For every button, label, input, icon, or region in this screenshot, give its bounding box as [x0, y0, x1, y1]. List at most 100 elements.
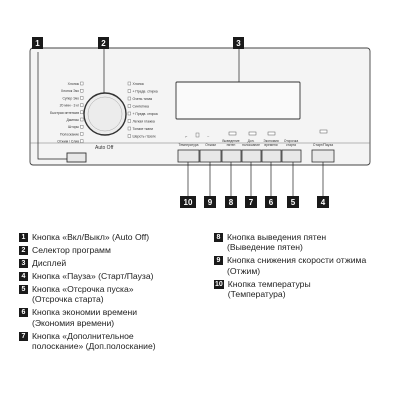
legend-description-line: полоскание» (Доп.полоскание): [32, 341, 156, 352]
dial-program-indicator: [127, 81, 131, 86]
option-icons: ⌐ ~: [185, 132, 210, 139]
legend-number-box: 7: [19, 331, 28, 341]
legend-number-box: 10: [214, 279, 224, 289]
callout-box-3: [233, 37, 244, 49]
legend-item: 9 Кнопка снижения скорости отжима(Отжим): [214, 255, 394, 276]
callout-box-9: [204, 196, 216, 208]
legend-description-line: Кнопка экономии времени: [32, 307, 138, 318]
option-button-label: Отжим: [205, 143, 216, 147]
callout-box-7: [245, 196, 257, 208]
stain-lamp: [228, 131, 237, 136]
delay-start-button[interactable]: [281, 149, 302, 163]
callout-num-5: 5: [291, 198, 296, 207]
dial-program-label: Супер Эко: [62, 96, 79, 100]
spin-button[interactable]: [199, 149, 222, 163]
dial-program-indicator: [80, 103, 84, 107]
callout-box-6: [265, 196, 277, 208]
timesave-lamp: [267, 131, 276, 136]
start-pause-label: Старт/Пауза: [313, 143, 333, 147]
time-save-button[interactable]: [261, 149, 282, 163]
legend-description-line: (Выведение пятен): [227, 242, 303, 253]
dial-program-label: Быстрая интенсив: [50, 111, 79, 115]
callout-num-2: 2: [101, 39, 106, 48]
legend-description: Кнопка «Вкл/Выкл» (Auto Off): [32, 232, 149, 242]
legend-item: 1 Кнопка «Вкл/Выкл» (Auto Off): [19, 232, 199, 242]
dial-program-indicator: [80, 110, 84, 115]
dial-program-label: Хлопок: [133, 82, 145, 86]
option-button-label: старта: [286, 143, 296, 147]
legend-description-line: Кнопка «Отсрочка пуска»: [32, 284, 134, 294]
dial-program-label: + Предв. стирка: [133, 112, 158, 116]
dial-program-label: + Предв. стирка: [133, 90, 158, 94]
dial-program-label: 20 мин - 3 кг: [60, 104, 80, 108]
lamp-indicators: [228, 129, 328, 136]
dial-program-label: Шторы: [68, 125, 79, 129]
callout-num-8: 8: [229, 198, 234, 207]
lock-icon: [195, 132, 200, 138]
stain-button[interactable]: [221, 149, 242, 163]
temperature-button[interactable]: [177, 149, 200, 163]
legend-number-box: 1: [19, 232, 28, 242]
legend-description-line: Кнопка выведения пятен: [227, 232, 327, 242]
legend-description: Дисплей: [32, 258, 66, 268]
dial-program-indicator: [127, 104, 131, 108]
legend-description-line: (Температура): [227, 289, 286, 300]
dial-program-label: Очень тихая: [133, 97, 153, 101]
legend-number-box: 6: [19, 308, 28, 318]
legend-description-line: (Отсрочка старта): [32, 294, 104, 305]
dial-program-label: Полоскание: [60, 132, 79, 136]
on-off-button[interactable]: [66, 152, 87, 163]
legend-description: Кнопка экономии времени(Экономия времени…: [32, 307, 137, 328]
legend-description: Кнопка «Пауза» (Старт/Пауза): [32, 271, 153, 281]
extra-rinse-button[interactable]: [241, 149, 262, 163]
temperature-icon: ⌐: [185, 134, 188, 139]
legend-item: 5 Кнопка «Отсрочка пуска»(Отсрочка старта…: [19, 284, 199, 305]
legend-number-box: 9: [214, 256, 223, 266]
dial-program-indicator: [127, 126, 131, 131]
dial-program-label: Отжим / Слив: [57, 140, 79, 144]
callout-markers: [32, 37, 329, 208]
start-pause-button[interactable]: [311, 149, 335, 163]
callout-num-1: 1: [35, 39, 40, 48]
dial-program-indicator: [80, 88, 84, 93]
display-screen: [175, 81, 301, 120]
option-button-label: времени: [264, 143, 277, 147]
legend-description: Кнопка температуры(Температура): [228, 279, 311, 300]
spin-icon: ~: [207, 134, 210, 139]
legend-description: Кнопка «Отсрочка пуска»(Отсрочка старта): [32, 284, 134, 305]
rinse-lamp: [248, 131, 257, 136]
callout-box-5: [287, 196, 299, 208]
dial-program-label: Синтетика: [133, 105, 150, 109]
leader-lines: [37, 49, 324, 196]
dial-program-label: Шерсть / Шелк: [133, 135, 157, 139]
legend-description-line: Кнопка снижения скорости отжима: [227, 255, 367, 266]
legend-description-line: (Отжим): [227, 265, 261, 276]
callout-box-1: [32, 37, 43, 49]
option-button-label: Температура: [179, 143, 199, 147]
dial-program-label: Хлопок Эко: [61, 89, 79, 93]
legend-description-line: Кнопка температуры: [227, 278, 311, 289]
callout-box-8: [225, 196, 237, 208]
option-button-label: полоскание: [242, 143, 260, 147]
dial-program-indicator: [127, 134, 131, 138]
dial-program-indicator: [127, 119, 131, 123]
legend-description: Кнопка снижения скорости отжима(Отжим): [227, 255, 366, 276]
dial-program-indicator: [80, 132, 84, 136]
program-selector-dial[interactable]: [83, 92, 127, 136]
callout-box-2: [98, 37, 109, 49]
callout-num-6: 6: [269, 198, 274, 207]
dial-program-label: Тонкие ткани: [133, 127, 154, 131]
option-button-row: [177, 149, 335, 163]
legend-number-box: 5: [19, 284, 28, 294]
